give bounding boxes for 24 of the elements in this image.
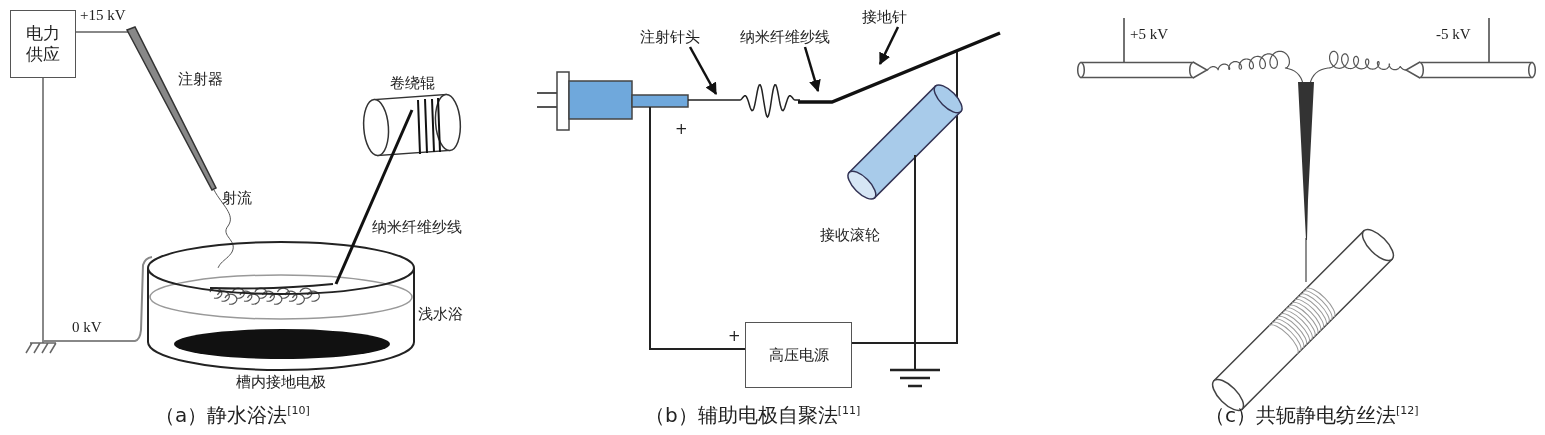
arrow [878,26,900,66]
part-label: 注射针头 [640,28,700,46]
part-label: 射流 [222,189,252,207]
voltage-label: +5 kV [1130,25,1169,43]
part-label: 浅水浴 [418,305,463,323]
power-supply-box: 电力供应 [10,10,76,78]
arrow [803,46,821,93]
voltage-label: -5 kV [1436,25,1471,43]
power-supply-box: 高压电源 [745,322,852,388]
part-label: 接收滚轮 [820,226,880,244]
figure-caption: （c）共轭静电纺丝法$^{[12]}$ [1205,401,1419,428]
figure-caption: （a）静水浴法$^{[10]}$ [155,401,310,428]
part-label: 纳米纤维纱线 [740,28,830,46]
part-label: 接地针 [862,8,907,26]
part-label: 注射器 [178,70,223,88]
arrow [688,46,718,96]
voltage-label: +15 kV [80,6,126,24]
voltage-label: 0 kV [72,318,102,336]
part-label: 槽内接地电极 [236,373,326,391]
part-label: 纳米纤维纱线 [372,218,462,236]
polarity-sign: + [728,327,741,345]
polarity-sign: + [675,120,688,138]
figure-caption: （b）辅助电极自聚法$^{[11]}$ [645,401,861,428]
part-label: 卷绕辊 [390,74,435,92]
